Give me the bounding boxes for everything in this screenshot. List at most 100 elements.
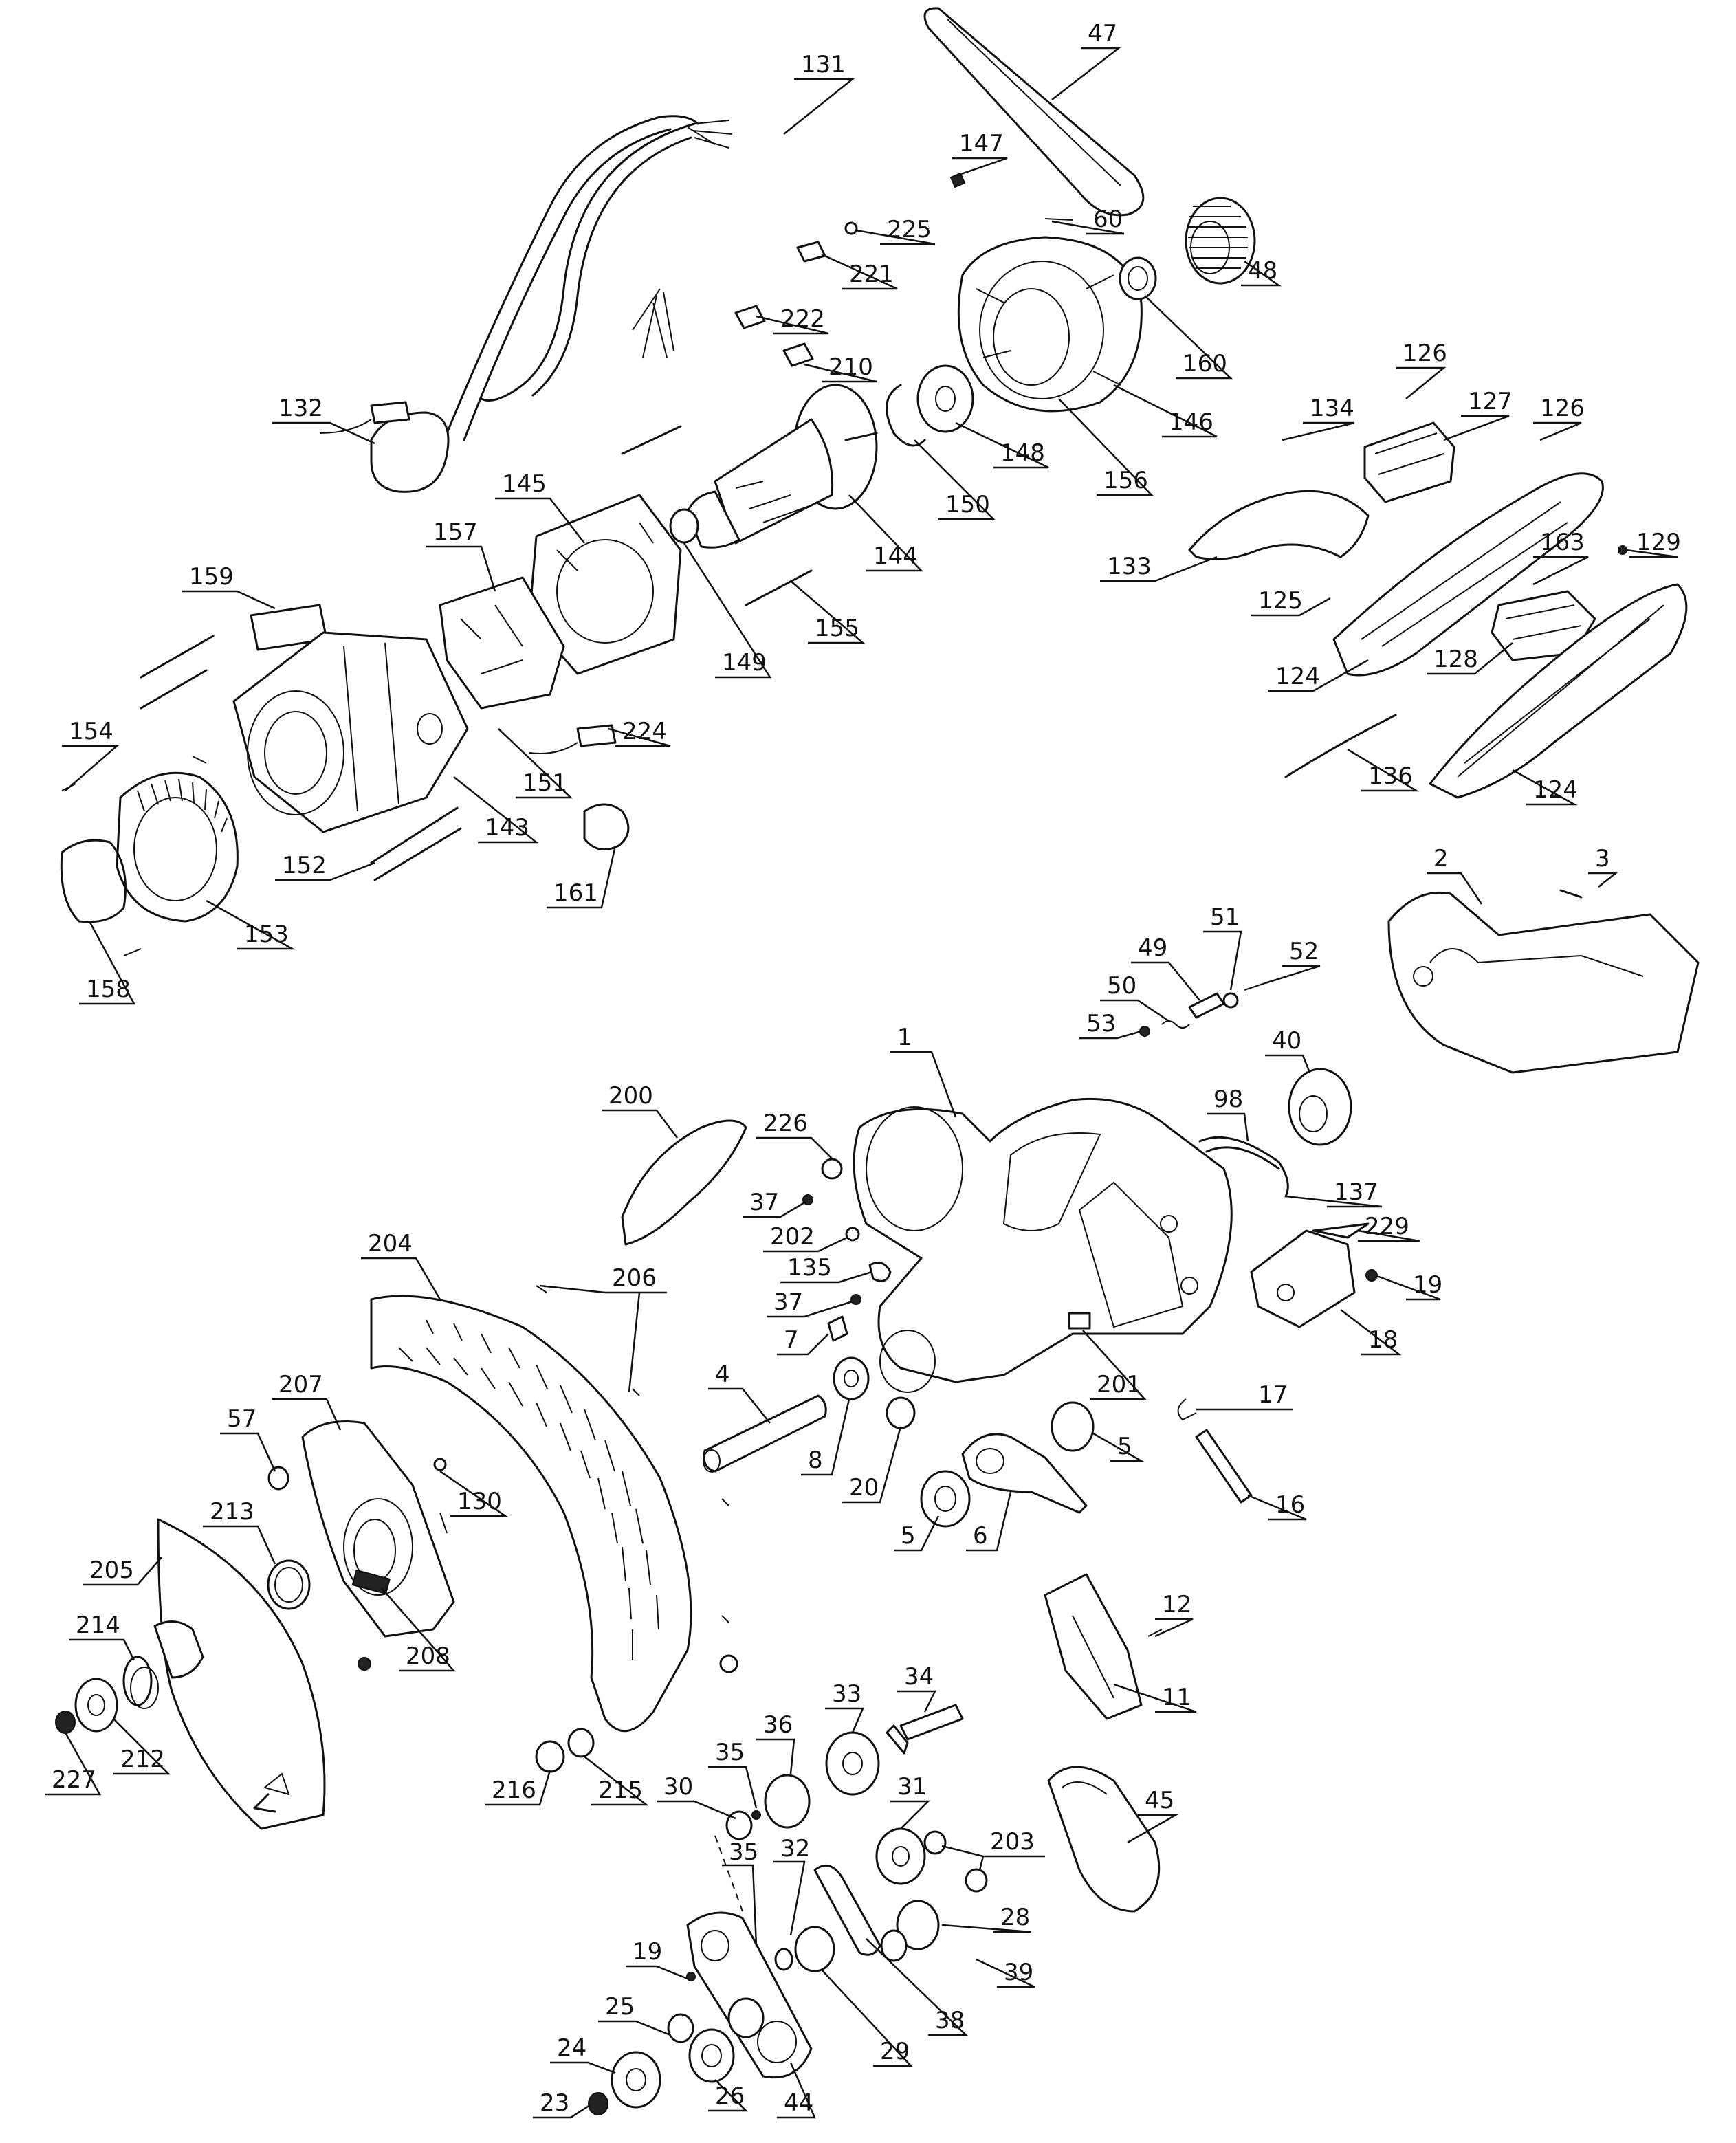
cord-clamp-part <box>583 803 630 851</box>
callout: 149 <box>683 542 772 679</box>
callout: 45 <box>1127 1787 1179 1844</box>
end-cap-part <box>116 771 239 923</box>
svg-text:135: 135 <box>787 1254 832 1282</box>
svg-text:24: 24 <box>557 2034 586 2062</box>
callout: 124 <box>1512 769 1578 806</box>
svg-text:127: 127 <box>1468 388 1513 415</box>
svg-text:206: 206 <box>612 1264 657 1292</box>
callout: 221 <box>821 253 898 290</box>
svg-text:208: 208 <box>406 1642 450 1670</box>
svg-text:131: 131 <box>801 51 846 78</box>
svg-text:23: 23 <box>540 2089 569 2117</box>
power-cord-part <box>480 122 696 402</box>
blade-flange-part <box>153 1620 204 1679</box>
svg-text:57: 57 <box>227 1405 256 1433</box>
callout: 206 <box>539 1264 667 1393</box>
svg-text:128: 128 <box>1433 646 1478 673</box>
svg-text:152: 152 <box>282 852 327 879</box>
svg-text:200: 200 <box>608 1082 653 1110</box>
callout: 226 <box>756 1110 833 1159</box>
callout: 202 <box>763 1223 848 1253</box>
svg-text:32: 32 <box>780 1835 810 1862</box>
trigger-part <box>1188 490 1370 560</box>
callout: 126 <box>1396 340 1447 399</box>
bearing-part <box>916 364 974 433</box>
callout: 157 <box>426 518 496 592</box>
callout: 155 <box>790 580 866 644</box>
svg-text:31: 31 <box>897 1773 927 1801</box>
svg-text:216: 216 <box>492 1777 536 1804</box>
svg-text:144: 144 <box>873 542 918 570</box>
callout: 133 <box>1100 553 1218 582</box>
callout: 207 <box>272 1371 342 1431</box>
callout: 153 <box>206 899 296 950</box>
svg-text:3: 3 <box>1595 845 1610 872</box>
knob-part <box>1288 1068 1352 1146</box>
callout: 127 <box>1443 388 1513 441</box>
motor-housing-part <box>232 631 469 833</box>
link-part <box>961 1433 1088 1514</box>
callout: 215 <box>584 1756 649 1806</box>
svg-text:36: 36 <box>763 1711 793 1739</box>
callout: 227 <box>45 1732 102 1796</box>
lock-lever-part <box>1250 1229 1356 1328</box>
drive-belt-part <box>923 7 1145 217</box>
callout: 204 <box>361 1230 441 1300</box>
svg-text:35: 35 <box>715 1739 745 1766</box>
svg-text:47: 47 <box>1088 20 1117 47</box>
callout: 148 <box>955 421 1049 469</box>
callout: 37 <box>743 1189 806 1218</box>
callout: 16 <box>1247 1491 1307 1521</box>
svg-text:149: 149 <box>722 649 767 677</box>
callout: 131 <box>783 51 855 135</box>
svg-text:8: 8 <box>808 1447 823 1474</box>
svg-text:19: 19 <box>633 1938 662 1966</box>
callouts: 1 2 3 4 5 5 6 7 8 11 12 16 17 18 19 19 2… <box>45 20 1681 2119</box>
svg-text:224: 224 <box>622 718 667 745</box>
callout: 48 <box>1241 257 1282 287</box>
seal-ring-part <box>1119 256 1157 300</box>
strain-relief-cord-part <box>446 115 699 435</box>
spring-part <box>267 1559 311 1610</box>
svg-text:40: 40 <box>1272 1027 1301 1055</box>
callout: 144 <box>848 494 923 572</box>
callout: 136 <box>1347 748 1420 792</box>
callout: 151 <box>498 728 573 799</box>
callout: 134 <box>1282 395 1355 441</box>
callout: 57 <box>220 1405 276 1472</box>
callout: 5 <box>1092 1432 1145 1462</box>
callout: 126 <box>1533 395 1585 441</box>
svg-text:134: 134 <box>1310 395 1354 422</box>
washer-part <box>833 1356 870 1400</box>
callout: 23 <box>533 2089 591 2119</box>
callout: 158 <box>79 921 136 1005</box>
svg-text:37: 37 <box>773 1288 803 1316</box>
brush-cover-part <box>60 839 127 923</box>
callout: 135 <box>780 1254 872 1284</box>
svg-text:6: 6 <box>973 1522 988 1550</box>
pivot-shaft-part <box>703 1394 827 1473</box>
svg-text:126: 126 <box>1540 395 1585 422</box>
svg-text:157: 157 <box>433 518 478 546</box>
callout: 159 <box>182 563 276 610</box>
svg-text:1: 1 <box>897 1024 912 1051</box>
svg-text:20: 20 <box>849 1474 879 1502</box>
callout: 53 <box>1079 1010 1142 1040</box>
callout: 147 <box>952 130 1008 177</box>
svg-text:50: 50 <box>1107 972 1136 1000</box>
svg-text:35: 35 <box>729 1838 758 1866</box>
callout: 216 <box>485 1770 551 1806</box>
armature-part <box>669 384 878 549</box>
callout: 160 <box>1144 295 1233 380</box>
callout: 3 <box>1588 845 1618 888</box>
svg-text:133: 133 <box>1107 553 1152 580</box>
callout: 128 <box>1427 642 1513 675</box>
svg-text:161: 161 <box>553 879 598 907</box>
callout: 36 <box>756 1711 795 1774</box>
callout: 50 <box>1100 972 1169 1022</box>
retaining-ring-part <box>886 384 926 447</box>
callout: 201 <box>1082 1330 1147 1400</box>
callout: 11 <box>1113 1683 1197 1713</box>
svg-text:145: 145 <box>502 470 547 498</box>
callout: 35 <box>708 1739 758 1809</box>
